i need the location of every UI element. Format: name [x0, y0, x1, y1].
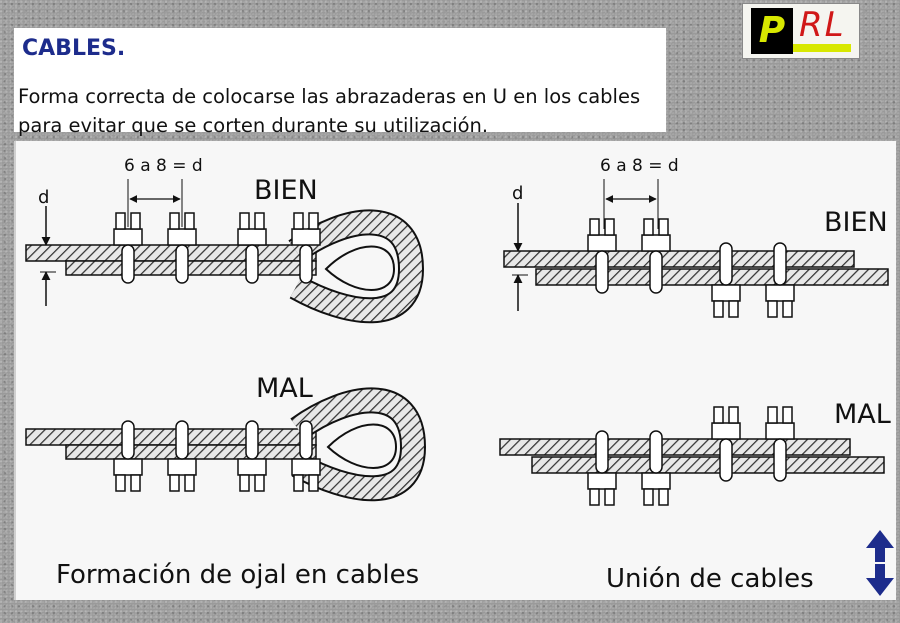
left-bien-clamp-2 [167, 212, 197, 284]
right-bien-clamp-top-1 [587, 218, 617, 294]
right-bien-clamp-top-2 [641, 218, 671, 294]
left-spacing-label: 6 a 8 = d [124, 156, 203, 176]
right-mal-clamp-bottom-2 [641, 430, 671, 506]
right-mal-cable-bottom [531, 456, 885, 474]
right-spacing: 6 a 8 = d [600, 156, 679, 229]
left-mal-cable-main [25, 428, 317, 446]
cables-layer [25, 209, 889, 502]
cable-clamp-diagram: d 6 a 8 = d BIEN MAL Formación de ojal e… [25, 156, 891, 594]
left-spacing: 6 a 8 = d [124, 156, 203, 227]
right-bien-label: BIEN [824, 207, 888, 238]
logo-letter-p: P [751, 8, 793, 54]
left-mal-clamp-2 [167, 420, 197, 492]
page-title: CABLES. [22, 36, 126, 61]
logo-underline [793, 44, 851, 52]
left-bien-clamp-4 [291, 212, 321, 284]
left-mal-thimble [290, 387, 427, 502]
right-caption: Unión de cables [606, 564, 814, 594]
right-bien-cable-top [503, 250, 855, 268]
right-mal-label: MAL [834, 399, 891, 430]
right-bien-clamp-bottom-2 [765, 242, 795, 318]
right-mal-cable-top [499, 438, 851, 456]
left-bien-cable-tail [65, 260, 317, 276]
clamps-layer [113, 212, 795, 506]
left-dim-d-label: d [38, 187, 49, 208]
logo-letters-rl: RL [799, 5, 846, 45]
right-dim-d-label: d [512, 183, 523, 204]
header-box: CABLES. Forma correcta de colocarse las … [14, 28, 666, 137]
left-caption: Formación de ojal en cables [56, 560, 419, 590]
left-mal-cable-tail [65, 444, 317, 460]
right-bien-clamp-bottom-1 [711, 242, 741, 318]
prl-logo: P RL [742, 3, 860, 59]
left-bien-cable-main [25, 244, 317, 262]
right-mal-clamp-top-2 [765, 406, 795, 482]
left-bien-clamp-3 [237, 212, 267, 284]
left-mal-clamp-3 [237, 420, 267, 492]
left-mal-label: MAL [256, 373, 313, 404]
left-bien-label: BIEN [254, 175, 318, 206]
right-mal-clamp-bottom-1 [587, 430, 617, 506]
left-dim-d: d [38, 187, 56, 306]
diagram-panel: d 6 a 8 = d BIEN MAL Formación de ojal e… [14, 141, 896, 600]
page-subtitle: Forma correcta de colocarse las abrazade… [18, 85, 641, 137]
left-mal-clamp-1 [113, 420, 143, 492]
up-down-arrows-icon[interactable] [864, 528, 896, 598]
right-spacing-label: 6 a 8 = d [600, 156, 679, 176]
right-mal-clamp-top-1 [711, 406, 741, 482]
left-bien-clamp-1 [113, 212, 143, 284]
left-mal-clamp-4 [291, 420, 321, 492]
right-dim-d: d [512, 183, 528, 311]
left-bien-thimble [288, 209, 425, 324]
right-bien-cable-bottom [535, 268, 889, 286]
